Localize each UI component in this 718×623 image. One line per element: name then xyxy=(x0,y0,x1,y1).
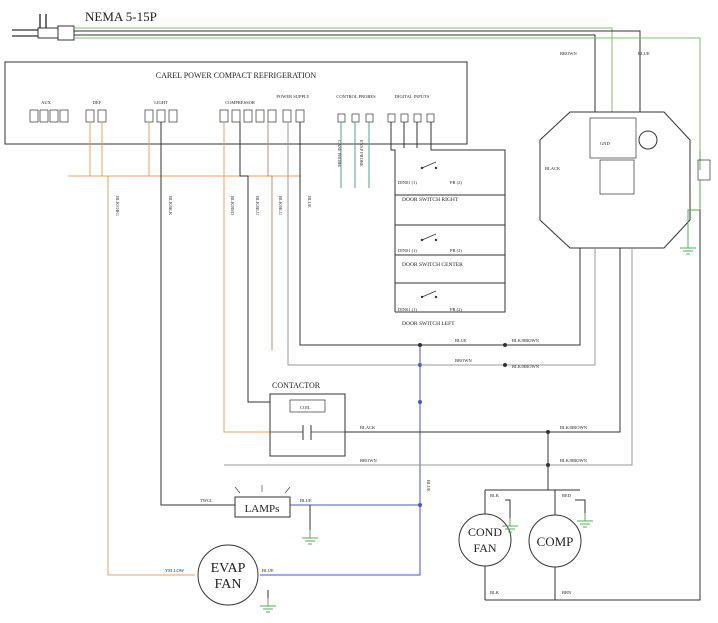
svg-text:RED: RED xyxy=(562,493,572,498)
svg-text:DEF: DEF xyxy=(93,100,102,105)
svg-text:BLK/ORG: BLK/ORG xyxy=(115,196,120,217)
door-switch-right: DIN01 (1) PR (2) DOOR SWITCH RIGHT xyxy=(398,161,462,203)
controller-box xyxy=(4,61,468,145)
svg-text:BRN: BRN xyxy=(562,590,572,595)
motor-ground xyxy=(679,150,711,255)
svg-text:CASE PROBE: CASE PROBE xyxy=(337,140,342,167)
compressor: COMP RED BRN xyxy=(528,493,594,595)
svg-text:PR (2): PR (2) xyxy=(450,180,462,185)
svg-text:COMP: COMP xyxy=(537,534,574,549)
cond-fan: COND FAN BLK BLK xyxy=(458,493,519,595)
svg-text:CONTACTOR: CONTACTOR xyxy=(272,381,321,390)
evap-fan: EVAP FAN YELLOW BLUE xyxy=(165,544,277,613)
controller-section-labels: AUX DEF LIGHT COMPRESSOR POWER SUPPLY CO… xyxy=(41,94,430,105)
svg-text:POWER SUPPLY: POWER SUPPLY xyxy=(276,94,310,99)
main-bus-wires xyxy=(224,210,701,601)
svg-text:YELLOW: YELLOW xyxy=(165,568,185,573)
svg-text:LAMPs: LAMPs xyxy=(245,503,280,515)
svg-text:BLK/BROWN: BLK/BROWN xyxy=(560,425,588,430)
svg-text:BLUE: BLUE xyxy=(426,480,431,492)
svg-text:BLUE: BLUE xyxy=(262,568,274,573)
svg-text:BLK/BROWN: BLK/BROWN xyxy=(560,458,588,463)
svg-text:BLK/BLU: BLK/BLU xyxy=(255,196,260,216)
svg-text:BLUE: BLUE xyxy=(300,498,312,503)
svg-text:COMPRESSOR: COMPRESSOR xyxy=(225,100,255,105)
svg-text:BLUE: BLUE xyxy=(307,196,312,208)
svg-text:BLK/BLK: BLK/BLK xyxy=(168,196,173,216)
svg-text:BLK: BLK xyxy=(490,493,500,498)
svg-text:DIN01 (1): DIN01 (1) xyxy=(398,248,417,253)
door-switch-center: DIN01 (1) PR (2) DOOR SWITCH CENTER xyxy=(398,233,463,268)
svg-text:BLACK: BLACK xyxy=(545,166,561,171)
svg-text:BLACK: BLACK xyxy=(360,425,376,430)
contactor: CONTACTOR COIL xyxy=(269,381,346,457)
svg-text:BLK/BROWN: BLK/BROWN xyxy=(512,364,540,369)
svg-text:BLUE: BLUE xyxy=(638,51,650,56)
vertical-wire-labels: BLK/ORG BLK/BLK BLK/RED BLK/BLU BLK/BLU … xyxy=(115,140,364,217)
plug-label: NEMA 5-15P xyxy=(85,9,157,24)
svg-text:BROWN: BROWN xyxy=(455,358,473,363)
nema-plug xyxy=(12,14,75,41)
svg-text:DOOR SWITCH RIGHT: DOOR SWITCH RIGHT xyxy=(402,197,459,203)
svg-text:LIGHT: LIGHT xyxy=(154,100,168,105)
svg-text:PR (2): PR (2) xyxy=(450,307,462,312)
svg-text:BLUE: BLUE xyxy=(455,338,467,343)
lamps: LAMPs TWCL BLUE xyxy=(200,485,420,545)
svg-text:BROWN: BROWN xyxy=(560,51,578,56)
svg-text:EVAP PROBE: EVAP PROBE xyxy=(359,140,364,167)
controller-wires xyxy=(68,122,506,576)
horizontal-wire-labels: BLUE BROWN BLACK BROWN BLK/BROWN BLK/BRO… xyxy=(360,338,588,492)
svg-text:DOOR SWITCH LEFT: DOOR SWITCH LEFT xyxy=(402,321,455,327)
svg-text:FAN: FAN xyxy=(215,577,242,592)
svg-text:GND: GND xyxy=(600,141,610,146)
svg-text:COIL: COIL xyxy=(300,405,311,410)
svg-text:DOOR SWITCH CENTER: DOOR SWITCH CENTER xyxy=(402,262,463,268)
svg-text:CONTROL PROBES: CONTROL PROBES xyxy=(336,94,376,99)
svg-text:DIGITAL INPUTS: DIGITAL INPUTS xyxy=(395,94,430,99)
svg-text:FAN: FAN xyxy=(473,541,496,555)
svg-text:BLK/RED: BLK/RED xyxy=(230,196,235,216)
svg-text:BLK/BROWN: BLK/BROWN xyxy=(512,338,540,343)
controller-title: CAREL POWER COMPACT REFRIGERATION xyxy=(156,71,317,80)
svg-text:BLK/BLU: BLK/BLU xyxy=(278,196,283,216)
svg-text:COND: COND xyxy=(468,525,502,539)
motor-junction-box: BROWN BLUE GND BLACK xyxy=(539,51,691,249)
svg-text:BLK: BLK xyxy=(490,590,500,595)
svg-text:AUX: AUX xyxy=(41,100,51,105)
svg-text:PR (2): PR (2) xyxy=(450,248,462,253)
door-switch-left: DIN01 (1) PR (2) DOOR SWITCH LEFT xyxy=(398,290,462,327)
svg-text:BROWN: BROWN xyxy=(360,458,378,463)
svg-text:TWCL: TWCL xyxy=(200,498,213,503)
svg-text:DIN01 (1): DIN01 (1) xyxy=(398,307,417,312)
svg-text:EVAP: EVAP xyxy=(211,561,246,576)
svg-text:DIN01 (1): DIN01 (1) xyxy=(398,180,417,185)
mains-wires xyxy=(74,27,701,150)
